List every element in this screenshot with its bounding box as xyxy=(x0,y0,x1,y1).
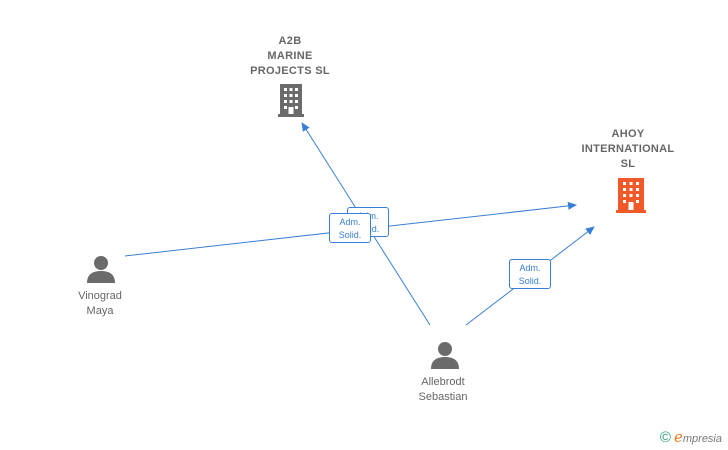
brand-watermark: ©empresia xyxy=(660,428,722,446)
role-badge[interactable]: Adm. Solid. xyxy=(329,213,371,243)
company-label-a2b[interactable]: A2B MARINE PROJECTS SL xyxy=(250,35,330,77)
role-badge[interactable]: Adm. Solid. xyxy=(509,259,551,289)
person-label-allebrodt[interactable]: Allebrodt Sebastian xyxy=(418,376,468,403)
building-icon[interactable] xyxy=(616,178,646,213)
person-icon[interactable] xyxy=(431,342,459,369)
building-icon[interactable] xyxy=(278,84,304,117)
company-label-ahoy[interactable]: AHOY INTERNATIONAL SL xyxy=(581,128,675,170)
person-icon[interactable] xyxy=(87,256,115,283)
brand-logo-text: mpresia xyxy=(682,433,722,445)
brand-logo-initial: e xyxy=(673,428,683,446)
person-label-vinograd[interactable]: Vinograd Maya xyxy=(78,290,122,317)
copyright-icon: © xyxy=(659,429,671,446)
